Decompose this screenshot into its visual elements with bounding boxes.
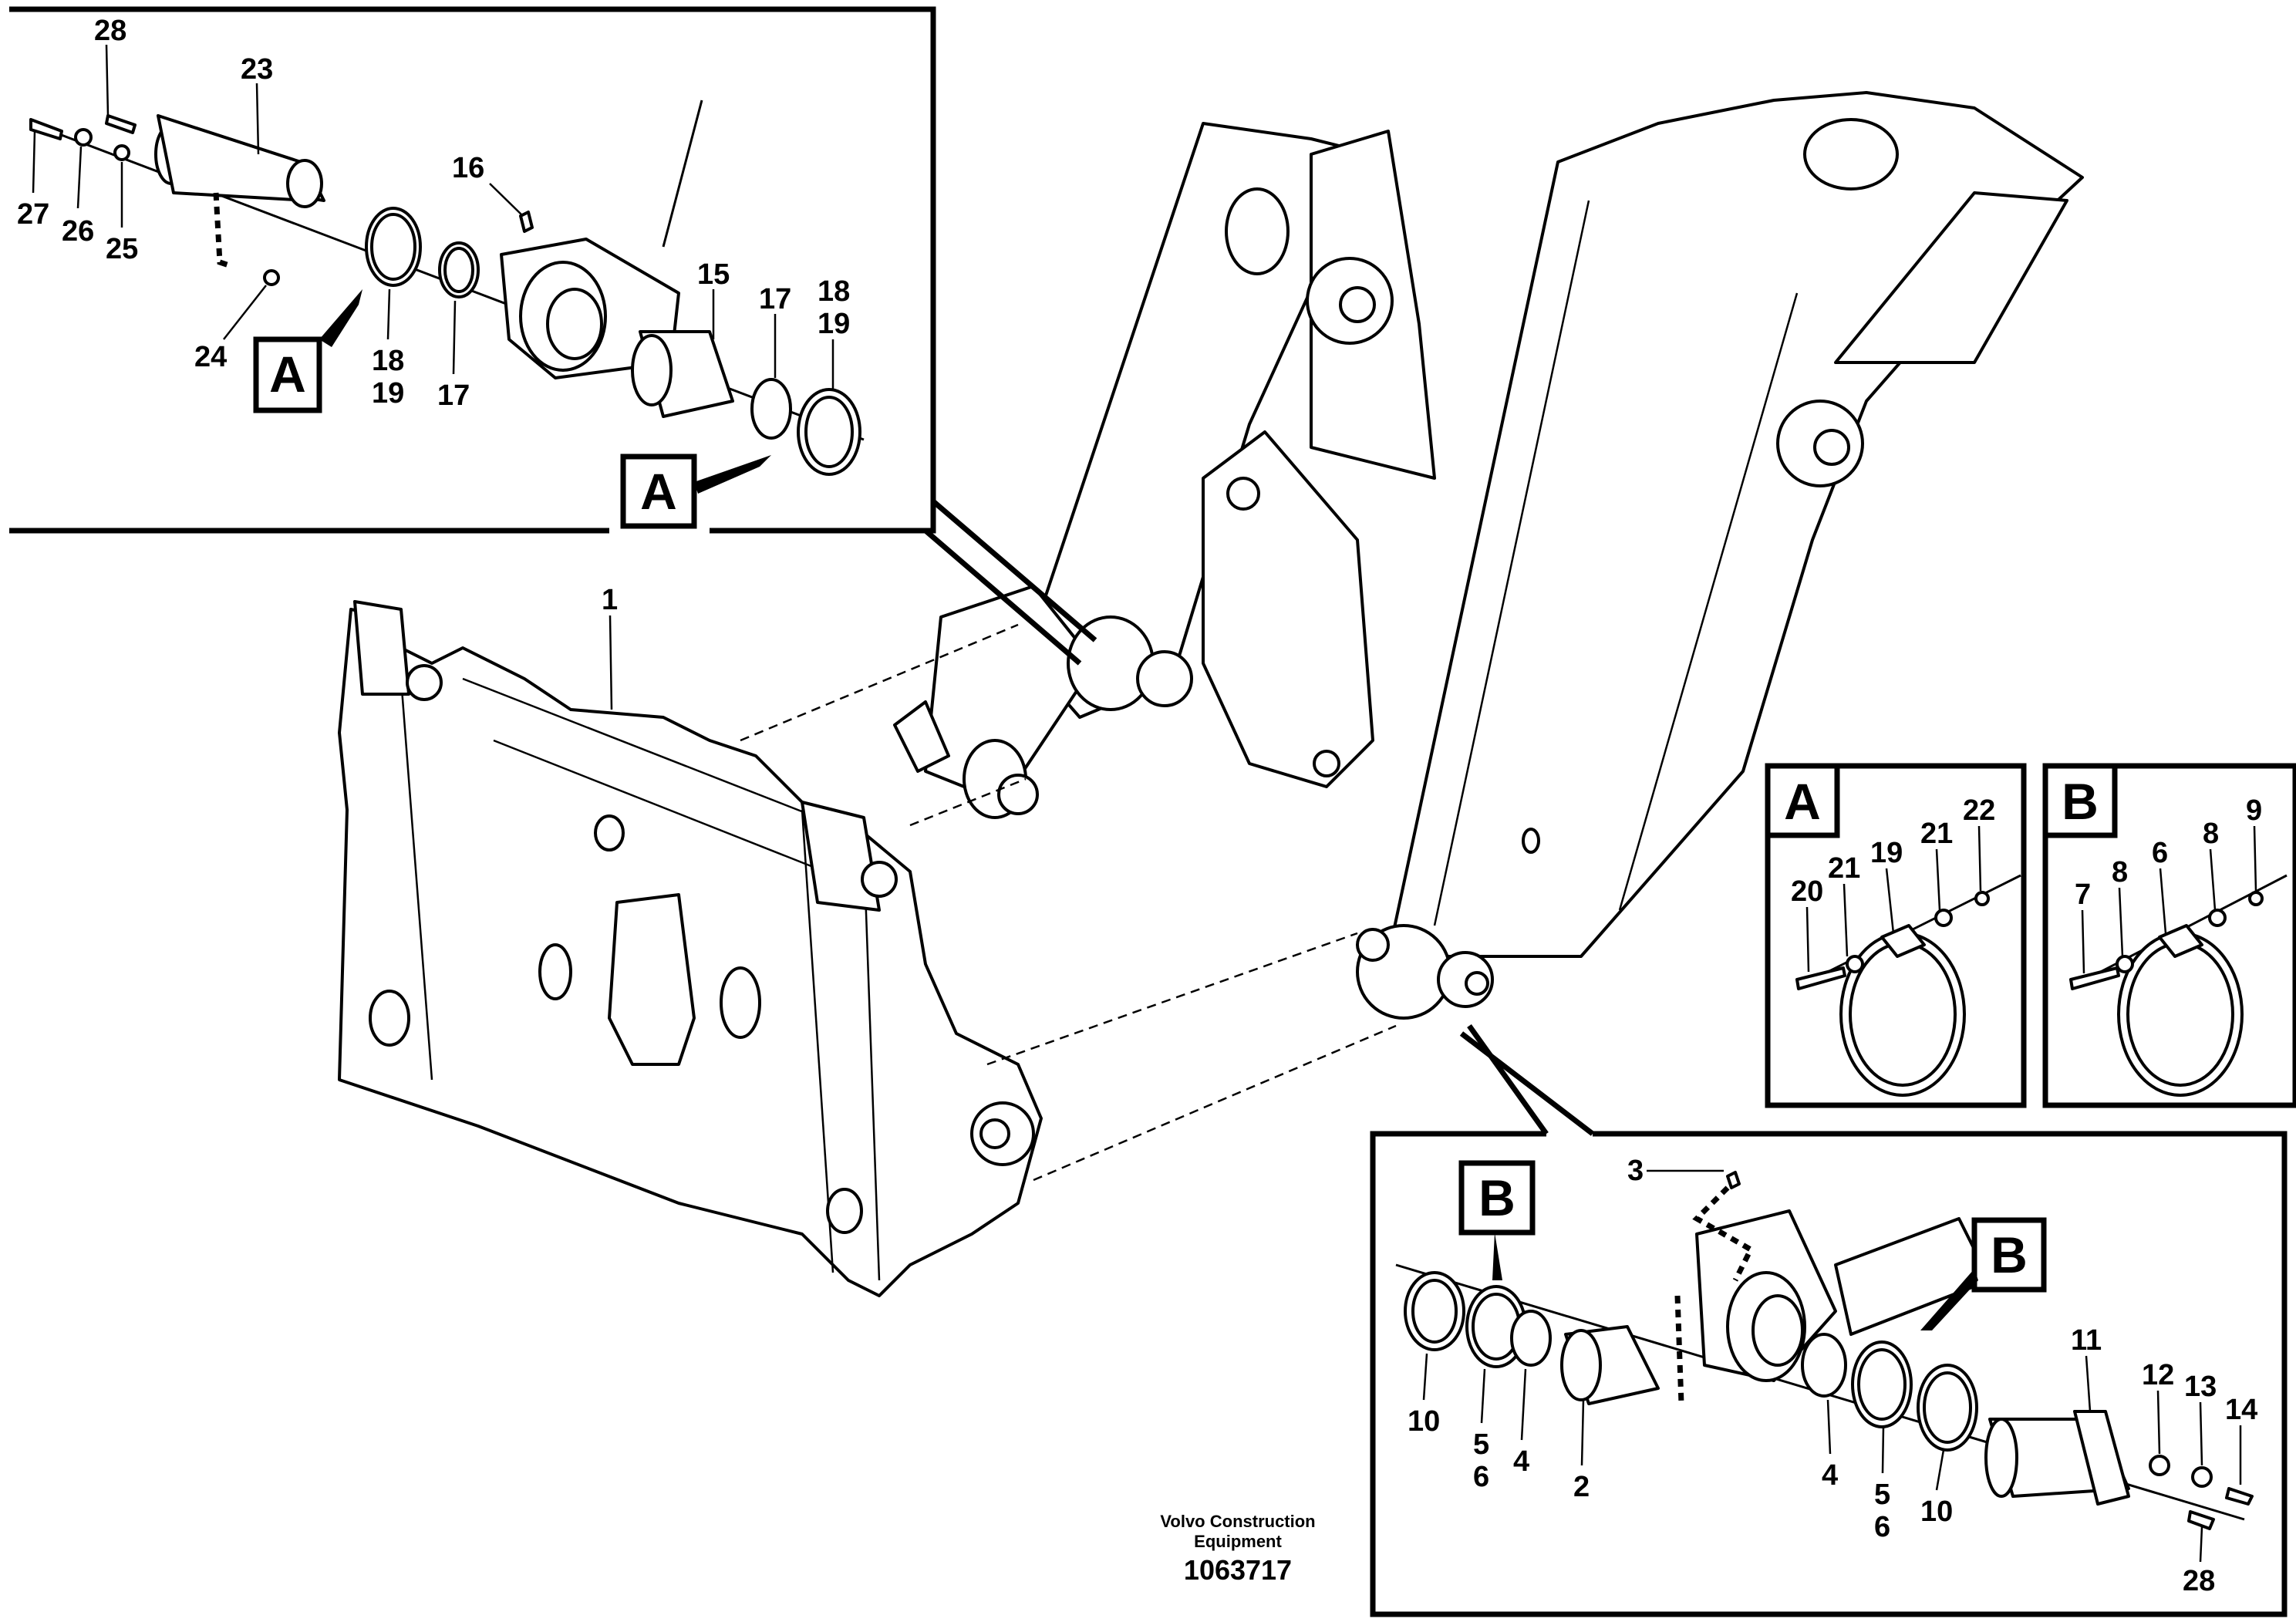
callout-8-left: 8: [2112, 856, 2128, 889]
callout-12: 12: [2142, 1359, 2174, 1391]
callout-9: 9: [2246, 794, 2262, 827]
detail-frame-a: [9, 6, 1097, 666]
callout-10-left: 10: [1408, 1405, 1440, 1438]
callouts-main: 1: [602, 584, 618, 710]
callout-23: 23: [241, 53, 273, 86]
callout-15: 15: [697, 258, 730, 291]
callouts-detail-a: 28 23 16 15 17 18 19 27 26 25 24 18 19 1…: [17, 15, 850, 412]
callout-22: 22: [1963, 794, 1995, 827]
callout-11: 11: [2071, 1324, 2102, 1357]
loader-arm-assembly: [893, 91, 2084, 1020]
ref-box-b-right-text: B: [1991, 1226, 2028, 1283]
callout-6-right: 6: [1874, 1511, 1890, 1543]
ref-box-b-inset-text: B: [2062, 773, 2099, 830]
callout-4-right: 4: [1822, 1459, 1838, 1492]
company-name-line2: Equipment: [1194, 1532, 1282, 1551]
callout-28-top: 28: [94, 15, 126, 47]
callout-16: 16: [452, 152, 484, 184]
ref-box-a-main-text: A: [640, 463, 677, 520]
callout-25: 25: [106, 233, 138, 265]
ref-box-a-detail: A: [253, 289, 362, 413]
drawing-number: 1063717: [1184, 1554, 1292, 1586]
callout-28-bottom: 28: [2183, 1565, 2215, 1597]
callout-21-right: 21: [1920, 818, 1953, 850]
ref-box-b-left-text: B: [1478, 1169, 1515, 1226]
callout-13: 13: [2184, 1371, 2217, 1403]
ref-box-a-inset-text: A: [1784, 773, 1821, 830]
callout-5-right: 5: [1874, 1479, 1890, 1511]
callout-24: 24: [194, 341, 227, 373]
callout-19-inset: 19: [1870, 837, 1903, 869]
callout-8-right: 8: [2203, 818, 2219, 850]
callout-2: 2: [1573, 1471, 1590, 1503]
callout-19-left: 19: [372, 377, 404, 410]
callout-3: 3: [1627, 1155, 1644, 1187]
inset-b-frame: [2042, 763, 2296, 1108]
callout-1: 1: [602, 584, 618, 616]
callout-6-inset: 6: [2152, 837, 2168, 869]
ref-box-b-inset: B: [2042, 763, 2118, 838]
callout-17-right: 17: [759, 283, 791, 315]
callouts-detail-b: 3 10 5 6 4 2 11 12 13 14 4 5 6 10 28: [1408, 1155, 2257, 1597]
callout-27: 27: [17, 198, 49, 231]
footer-block: Volvo Construction Equipment 1063717: [1160, 1512, 1315, 1586]
callout-6-left: 6: [1473, 1461, 1489, 1493]
ref-box-a-detail-text: A: [269, 346, 306, 403]
alignment-dashes: [740, 623, 1397, 1182]
callouts-inset-a: 20 21 19 21 22: [1791, 794, 1995, 973]
callout-4-left: 4: [1513, 1445, 1529, 1478]
attachment-bracket-part-1: [338, 600, 1043, 1297]
ref-box-a-inset: A: [1765, 763, 1840, 838]
callout-14: 14: [2225, 1394, 2257, 1426]
callout-18-left: 18: [372, 345, 404, 377]
callout-17-left: 17: [437, 379, 470, 412]
ref-box-a-main: A: [620, 454, 771, 529]
ref-box-b-left: B: [1458, 1160, 1536, 1280]
callouts-inset-b: 7 8 6 8 9: [2075, 794, 2262, 974]
callout-7: 7: [2075, 878, 2091, 911]
callout-5-left: 5: [1473, 1428, 1489, 1461]
callout-10-right: 10: [1920, 1496, 1953, 1528]
company-name-line1: Volvo Construction: [1160, 1512, 1315, 1531]
callout-19-right: 19: [818, 308, 850, 340]
callout-18-right: 18: [818, 275, 850, 308]
callout-21-left: 21: [1828, 852, 1860, 885]
detail-frame-b: [1370, 1023, 2288, 1617]
callout-26: 26: [62, 215, 94, 248]
callout-20: 20: [1791, 875, 1823, 908]
ref-box-b-right: B: [1920, 1217, 2047, 1330]
